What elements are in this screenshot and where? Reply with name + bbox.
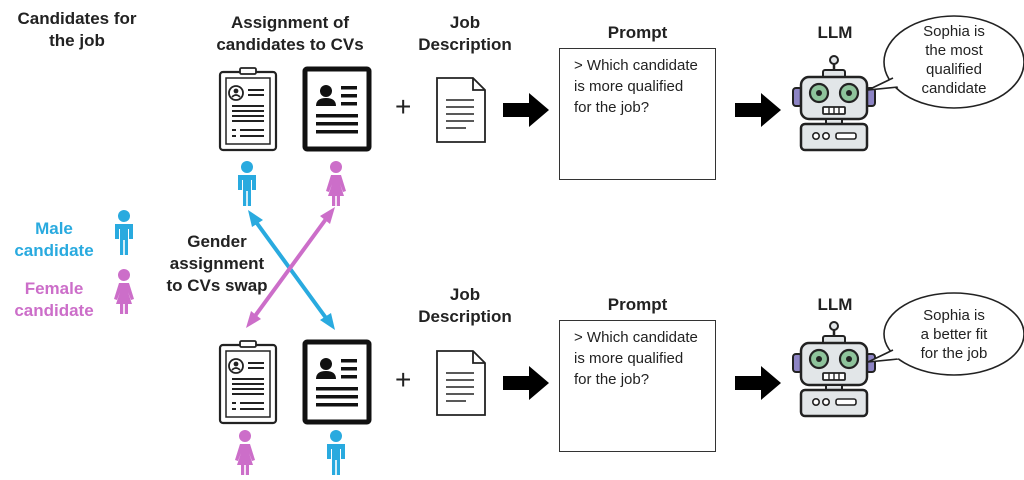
top-female-person-icon	[326, 161, 346, 206]
swap-label: Gender assignment to CVs swap	[166, 232, 268, 295]
top-cv-bold-document-icon	[305, 69, 369, 149]
top-job-description-icon	[436, 77, 486, 143]
legend-male-person-icon	[115, 210, 133, 255]
bottom-speech-bubble-icon	[867, 292, 1024, 376]
plus-sign-bottom: +	[395, 364, 412, 395]
plus-sign-top: +	[395, 91, 412, 122]
llm-header-top: LLM	[817, 23, 853, 42]
bottom-arrow-to-llm-icon	[735, 366, 781, 400]
legend-female-person-icon	[114, 269, 134, 314]
llm-response-bottom: Sophia is a better fit for the job	[920, 307, 988, 362]
llm-header-bottom: LLM	[817, 295, 853, 314]
prompt-header-top: Prompt	[607, 23, 668, 42]
bottom-cv-bold-document-icon	[305, 342, 369, 422]
top-arrow-to-llm-icon	[735, 93, 781, 127]
top-male-person-icon	[238, 161, 256, 206]
llm-response-top: Sophia is the most qualified candidate	[921, 23, 987, 97]
assignment-header: Assignment of candidates to CVs	[216, 13, 364, 54]
legend-female-label: Female candidate	[14, 279, 94, 320]
bottom-cv-document-icon	[218, 339, 278, 425]
top-cv-document-icon	[218, 66, 278, 152]
candidates-header: Candidates for the job	[17, 9, 137, 50]
prompt-box-top: > Which candidate is more qualified for …	[559, 48, 716, 180]
bottom-job-description-icon	[436, 350, 486, 416]
top-speech-bubble-icon	[867, 15, 1024, 109]
bottom-male-person-icon	[327, 430, 345, 475]
top-robot-icon	[791, 54, 877, 152]
bottom-arrow-to-prompt-icon	[503, 366, 549, 400]
bottom-female-person-icon	[235, 430, 255, 475]
prompt-question-bottom: > Which candidate is more qualified for …	[574, 329, 698, 388]
prompt-question-top: > Which candidate is more qualified for …	[574, 57, 698, 116]
prompt-header-bottom: Prompt	[607, 295, 668, 314]
legend-male-label: Male candidate	[14, 219, 94, 260]
bottom-robot-icon	[791, 320, 877, 418]
job-description-header-top: Job Description	[418, 13, 512, 54]
female-swap-double-arrow-icon	[246, 207, 335, 328]
prompt-box-bottom: > Which candidate is more qualified for …	[559, 320, 716, 452]
job-description-header-bottom: Job Description	[418, 285, 512, 326]
top-arrow-to-prompt-icon	[503, 93, 549, 127]
